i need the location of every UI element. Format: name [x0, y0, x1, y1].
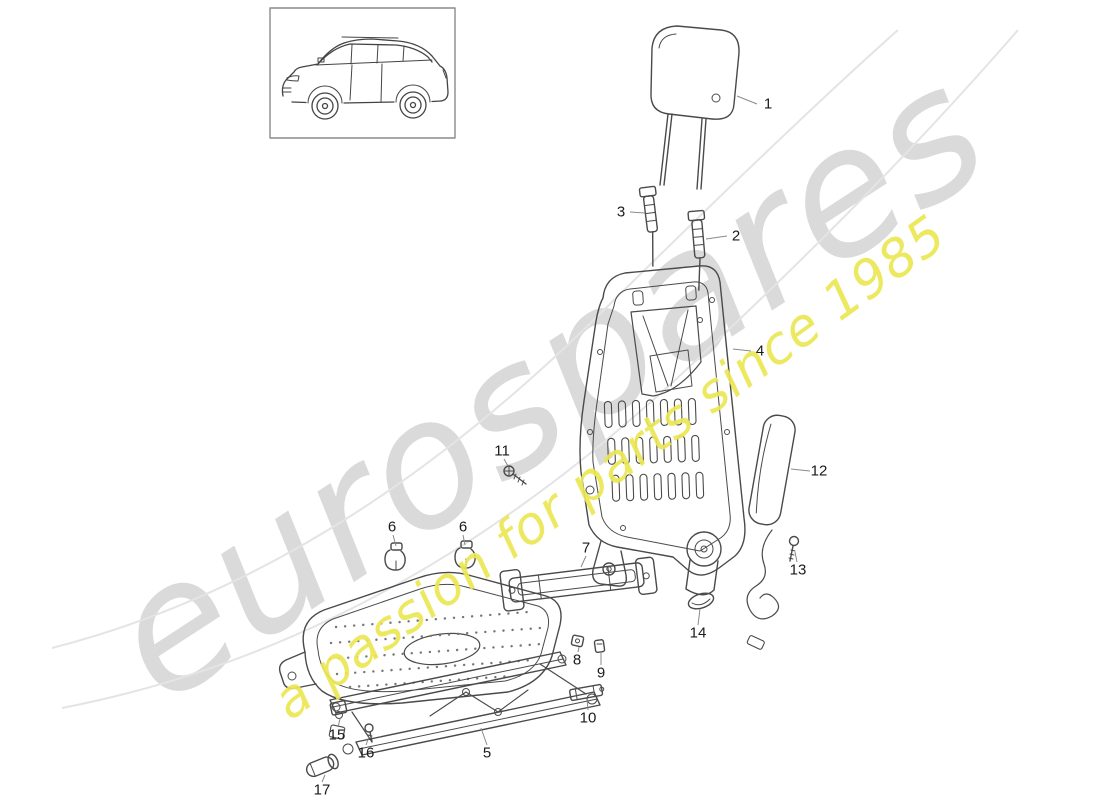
part-clamp-right[interactable]	[454, 540, 476, 569]
part-screw-11[interactable]	[503, 465, 527, 486]
part-callout-12[interactable]: 12	[810, 462, 828, 480]
part-callout-13[interactable]: 13	[789, 561, 807, 579]
part-callout-3[interactable]: 3	[616, 203, 626, 221]
part-nut[interactable]	[570, 634, 585, 648]
part-bracket[interactable]	[499, 553, 658, 612]
part-callout-10[interactable]: 10	[579, 709, 597, 727]
part-callout-2[interactable]: 2	[731, 227, 741, 245]
part-clamp-small[interactable]	[329, 700, 348, 719]
part-headrest[interactable]	[650, 25, 740, 190]
part-clamp-left[interactable]	[384, 542, 406, 571]
part-callout-5[interactable]: 5	[482, 744, 492, 762]
part-callout-17[interactable]: 17	[313, 781, 331, 799]
vehicle-silhouette	[281, 36, 449, 120]
seat-rail-rear	[329, 651, 567, 714]
part-airbag-module[interactable]	[746, 413, 798, 650]
callout-leader-lines	[321, 95, 811, 783]
part-callout-4[interactable]: 4	[755, 342, 765, 360]
part-headrest-guide-left[interactable]	[638, 185, 665, 267]
part-backrest-frame[interactable]	[579, 265, 746, 596]
part-callout-15[interactable]: 15	[328, 726, 346, 744]
part-headrest-guide-right[interactable]	[687, 209, 711, 291]
vehicle-thumbnail-frame	[269, 7, 456, 139]
part-seat-frame[interactable]	[278, 571, 601, 756]
part-cover-cap[interactable]	[686, 590, 715, 611]
part-callout-6-left[interactable]: 6	[387, 518, 397, 536]
frame-vent-slots	[603, 397, 705, 502]
part-connector[interactable]	[568, 683, 605, 702]
part-bushing[interactable]	[304, 753, 340, 779]
part-callout-9[interactable]: 9	[596, 664, 606, 682]
part-callout-16[interactable]: 16	[357, 744, 375, 762]
vehicle-thumbnail	[269, 7, 456, 139]
part-callout-11[interactable]: 11	[494, 442, 510, 460]
part-callout-14[interactable]: 14	[689, 624, 707, 642]
background-swoosh	[51, 29, 1019, 709]
part-callout-7[interactable]: 7	[581, 539, 591, 557]
airbag-wire-harness	[746, 529, 780, 620]
seat-rail-front	[355, 691, 601, 756]
part-callout-6-right[interactable]: 6	[458, 518, 468, 536]
part-cap[interactable]	[593, 639, 606, 654]
part-callout-8[interactable]: 8	[572, 651, 582, 669]
part-callout-1[interactable]: 1	[763, 95, 773, 113]
part-screw-13[interactable]	[788, 535, 800, 562]
seat-pan-perforations	[328, 610, 544, 689]
